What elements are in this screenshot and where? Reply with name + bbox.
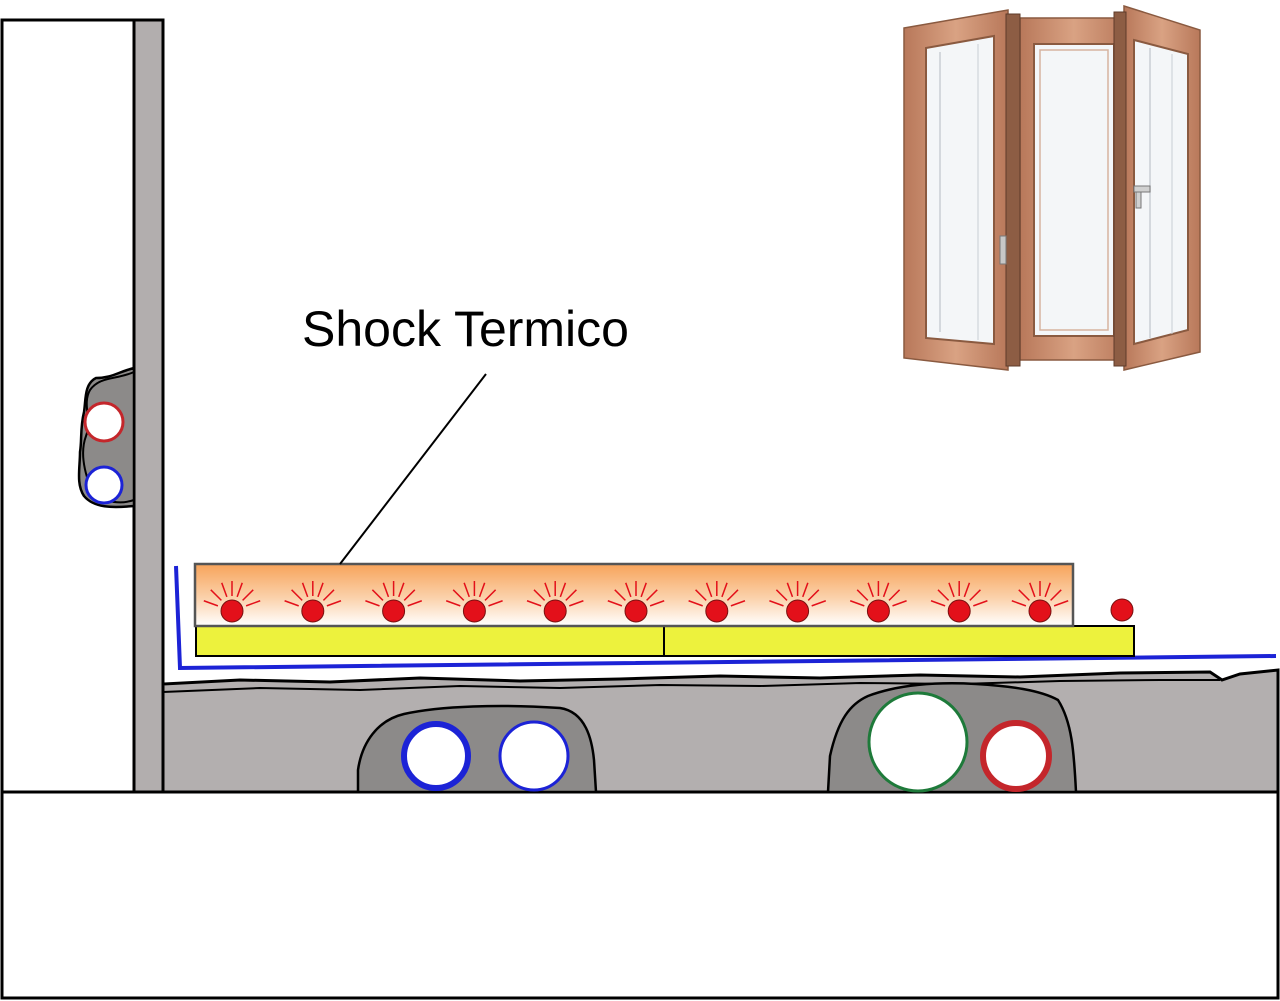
screed-layer — [161, 668, 1280, 794]
heat-burst-icon — [688, 581, 746, 623]
heat-burst-icon — [1011, 581, 1069, 623]
heat-point — [382, 599, 406, 623]
heat-point — [866, 599, 890, 623]
wall-hot-pipe — [83, 401, 125, 443]
insulation-panel-left — [195, 625, 665, 657]
floor-cold-pipe-thick — [401, 721, 471, 791]
heat-burst-icon — [445, 581, 503, 623]
wall-plaster-column — [132, 18, 165, 794]
heat-point — [624, 599, 648, 623]
heat-point — [786, 599, 810, 623]
callout-leader-line — [339, 373, 487, 565]
heat-burst-icon — [284, 581, 342, 623]
heat-burst-icon — [365, 581, 423, 623]
heat-burst-icon — [526, 581, 584, 623]
callout-label: Shock Termico — [302, 301, 629, 357]
floor-hot-pipe — [980, 720, 1052, 792]
heat-point-outside — [1110, 598, 1134, 622]
floor-drain-pipe — [867, 691, 969, 793]
heat-point — [462, 599, 486, 623]
heat-point — [705, 599, 729, 623]
heat-burst-icon — [769, 581, 827, 623]
floor-cold-pipe-thin — [498, 720, 570, 792]
screed-top-line — [162, 679, 1220, 693]
heat-points-group — [203, 581, 1069, 623]
heat-burst-icon — [849, 581, 907, 623]
waterproof-membrane — [174, 565, 1277, 671]
heat-point — [543, 599, 567, 623]
heat-burst-icon — [607, 581, 665, 623]
heat-burst-icon — [203, 581, 261, 623]
heat-burst-icon — [930, 581, 988, 623]
heat-point — [1028, 599, 1052, 623]
heat-point — [220, 599, 244, 623]
heat-point — [301, 599, 325, 623]
insulation-panel-right — [663, 625, 1135, 657]
wall-cold-pipe — [84, 465, 124, 505]
heat-point — [947, 599, 971, 623]
base-slab — [0, 790, 1280, 1000]
window-icon — [903, 4, 1201, 371]
